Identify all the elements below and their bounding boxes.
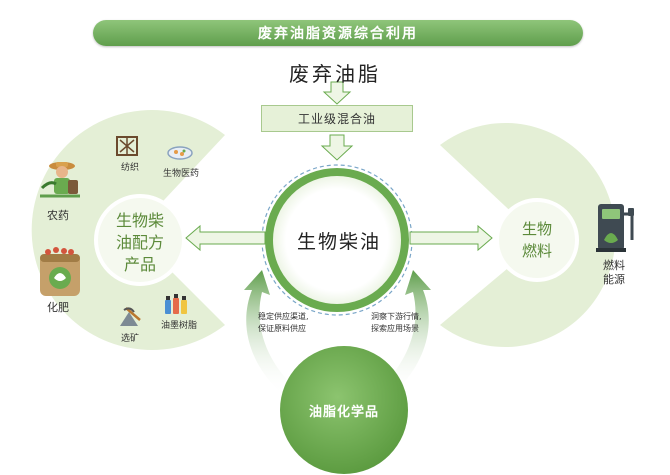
label-fuel-line1: 燃料	[603, 259, 625, 272]
curved-arrow-right	[383, 270, 431, 395]
left-inner-circle	[94, 194, 186, 286]
label-mining: 选矿	[121, 334, 140, 344]
ink-bottles-icon	[165, 294, 187, 314]
left-title-line2: 油配方	[115, 233, 164, 252]
fuel-pump-icon	[596, 204, 634, 252]
arrow-down-2	[320, 134, 354, 161]
left-circle-title: 生物柴 油配方 产品	[96, 210, 184, 276]
arrow-down-1	[322, 81, 352, 105]
label-textile: 纺织	[121, 163, 140, 173]
label-fuel-energy: 燃料 能源	[603, 259, 625, 287]
note-left-line1: 稳定供应渠道,	[258, 312, 309, 321]
right-title-line1: 生物	[521, 220, 552, 238]
curved-arrow-left	[244, 270, 292, 395]
oleochemicals-title: 油脂化学品	[308, 404, 379, 420]
mining-icon	[120, 307, 141, 326]
chem-circle	[280, 346, 408, 474]
industrial-oil-box: 工业级混合油	[261, 105, 413, 132]
note-right-line2: 探索应用场景	[371, 324, 419, 333]
left-title-line1: 生物柴	[115, 211, 164, 230]
banner-title: 废弃油脂资源综合利用	[93, 20, 583, 46]
label-fuel-line2: 能源	[603, 273, 625, 286]
label-fertilizer: 化肥	[47, 301, 69, 314]
note-right-line1: 洞察下游行情,	[371, 312, 422, 321]
farmer-icon	[40, 162, 80, 198]
note-right: 洞察下游行情, 探索应用场景	[371, 311, 422, 335]
note-left: 稳定供应渠道, 保证原料供应	[258, 311, 309, 335]
label-resin: 油墨树脂	[161, 321, 198, 331]
biodiesel-title: 生物柴油	[297, 231, 382, 253]
right-circle-title: 生物 燃料	[505, 218, 569, 262]
loom-icon	[116, 136, 138, 156]
right-inner-circle	[495, 198, 579, 282]
label-agro: 农药	[47, 209, 69, 222]
waste-oil-title: 废弃油脂	[289, 62, 381, 86]
arrow-left	[185, 224, 266, 252]
left-title-line3: 产品	[123, 255, 156, 274]
fertilizer-bag-icon	[40, 247, 80, 296]
arrow-right	[409, 224, 493, 252]
note-left-line2: 保证原料供应	[258, 324, 306, 333]
label-biomed: 生物医药	[163, 169, 200, 179]
center-circle	[265, 168, 409, 312]
right-title-line2: 燃料	[521, 242, 552, 260]
petri-dish-icon	[167, 146, 193, 160]
